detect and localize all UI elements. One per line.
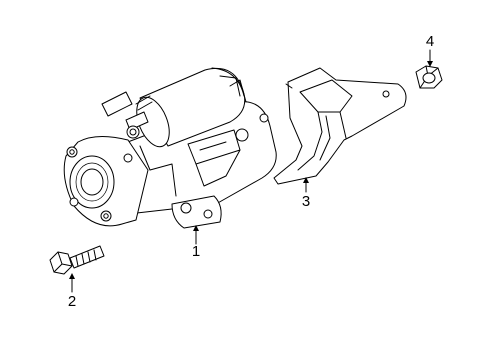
callout-leaders xyxy=(69,49,433,293)
starter-motor xyxy=(63,67,277,229)
callout-4: 4 xyxy=(426,33,434,50)
heat-shield xyxy=(273,67,407,185)
hex-nut xyxy=(415,65,443,89)
mounting-bolt xyxy=(49,245,105,275)
callout-2: 2 xyxy=(68,293,76,310)
callout-3: 3 xyxy=(302,193,310,210)
callout-1: 1 xyxy=(192,243,200,260)
